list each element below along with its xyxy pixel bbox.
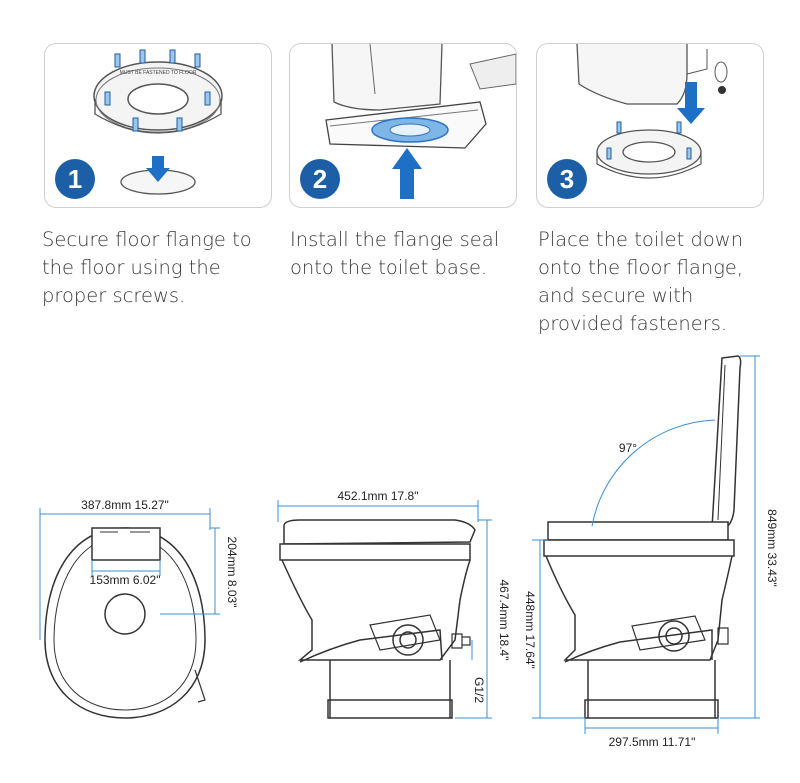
step-2-panel: 2 [289, 43, 517, 208]
dimension-drawings: 387.8mm 15.27" 153mm 6.02" 204mm 8.03" 4… [39, 355, 779, 749]
side-view-drawing [279, 519, 476, 719]
flange-ring-text: MUST BE FASTENED TO FLOOR [120, 70, 197, 76]
step-2-badge: 2 [300, 159, 340, 199]
side-height-label: 467.4mm 18.4" [497, 580, 511, 661]
side-width-label: 452.1mm 17.8" [338, 489, 419, 503]
top-inner-label: 153mm 6.02" [90, 573, 161, 587]
step-1-badge: 1 [55, 159, 95, 199]
toilet-placement-illustration [576, 44, 728, 179]
inlet-label: G1/2 [472, 677, 486, 703]
total-height-label: 849mm 33.43" [765, 509, 779, 587]
top-depth-label: 204mm 8.03" [225, 537, 239, 608]
flange-seal-illustration [325, 44, 516, 199]
front-view-drawing [543, 355, 742, 719]
step-2-caption: Install the flange seal onto the toilet … [290, 228, 500, 279]
seat-angle-label: 97° [619, 441, 637, 455]
step-1-panel: MUST BE FASTENED TO FLOOR 1 [44, 43, 272, 208]
step-1-caption: Secure floor flange to the floor using t… [42, 228, 252, 307]
top-view-drawing [44, 527, 206, 719]
side-view-dimension-lines [277, 500, 492, 719]
front-view-dimension-lines [532, 355, 760, 734]
front-height-label: 448mm 17.64" [523, 591, 537, 669]
base-width-label: 297.5mm 11.71" [609, 735, 696, 749]
step-3-caption: Place the toilet down onto the floor fla… [538, 228, 744, 335]
step-3-panel: 3 [536, 43, 764, 208]
top-width-label: 387.8mm 15.27" [81, 498, 169, 512]
floor-flange-illustration: MUST BE FASTENED TO FLOOR [93, 49, 223, 195]
step-3-badge: 3 [547, 159, 587, 199]
top-view-dimension-lines [39, 508, 220, 640]
